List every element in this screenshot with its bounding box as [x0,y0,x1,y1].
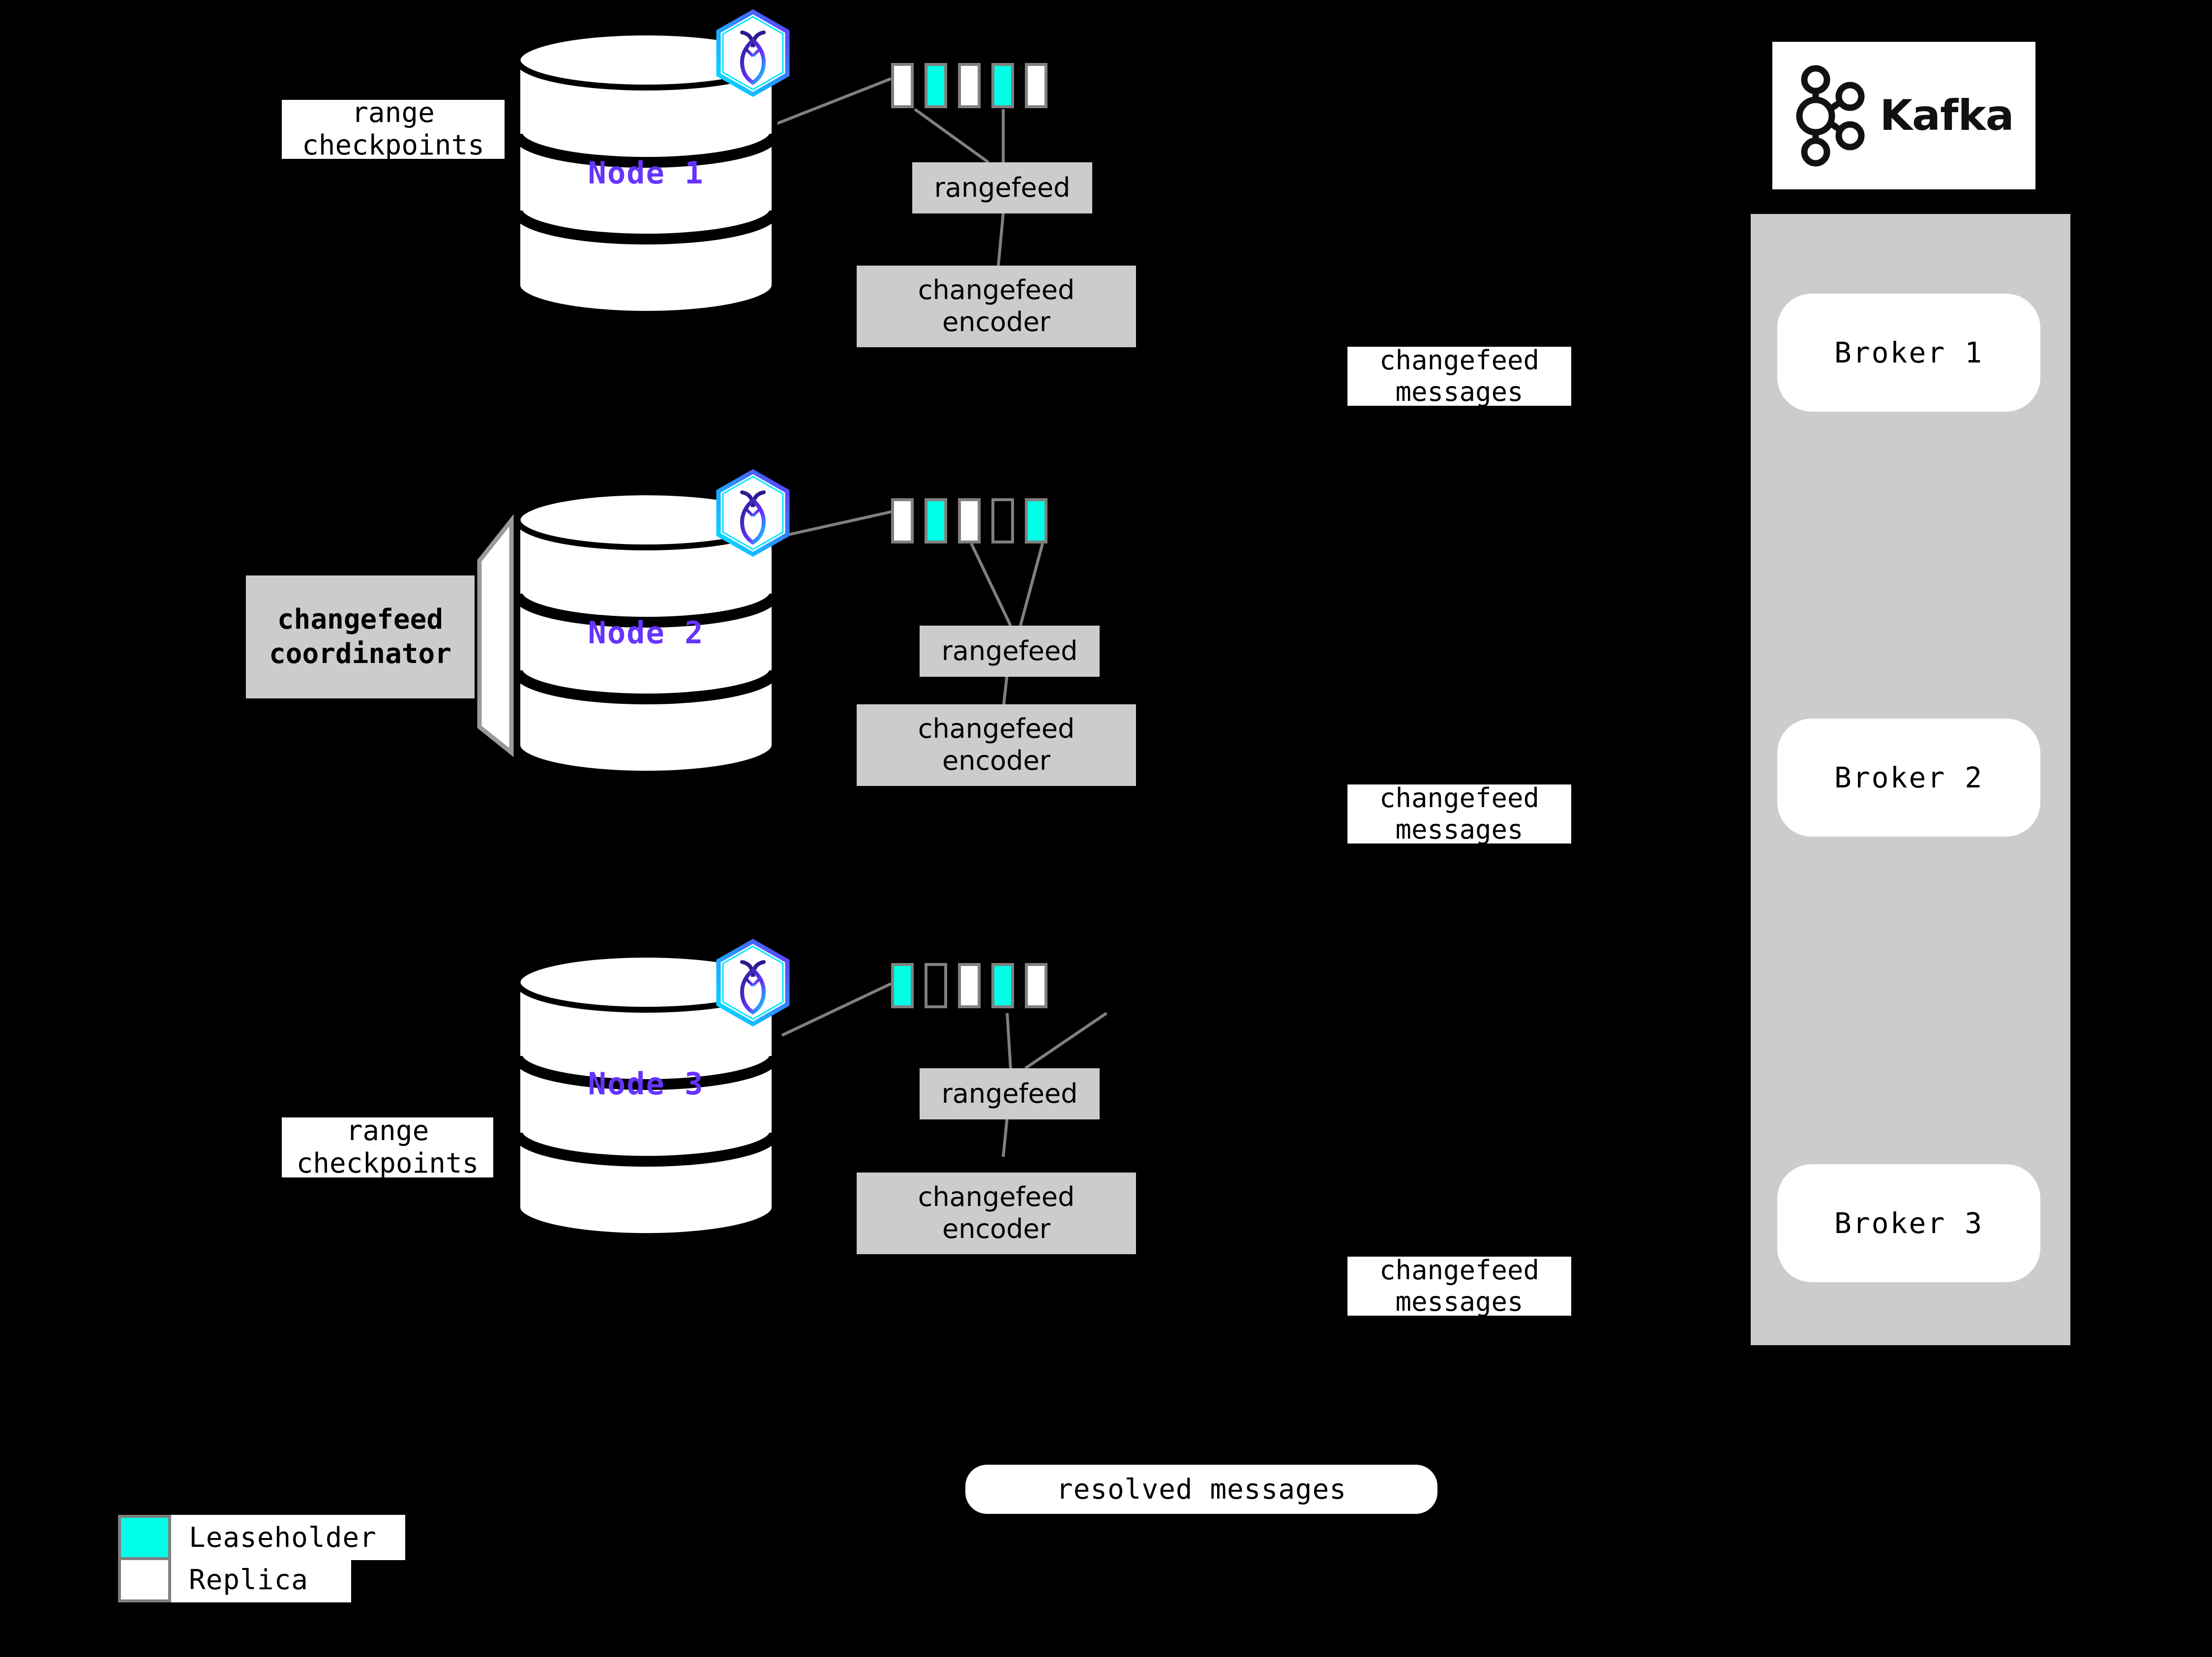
node-3-range-row [891,963,1058,1008]
kafka-logo-box: Kafka [1772,42,2035,189]
legend-swatch-leaseholder [118,1515,171,1560]
range-box[interactable] [958,63,981,108]
node-2-changefeed-encoder-box[interactable]: changefeed encoder [857,704,1136,786]
cockroachdb-hexagon-icon [714,938,792,1027]
range-box[interactable] [991,63,1014,108]
changefeed-messages-label-1: changefeed messages [1347,345,1571,407]
cockroachdb-hexagon-icon [714,9,792,97]
range-box[interactable] [891,963,914,1008]
node-3-rangefeed-box[interactable]: rangefeed [920,1068,1100,1119]
changefeed-messages-label-2: changefeed messages [1347,783,1571,845]
range-box[interactable] [991,498,1014,543]
node-1-rangefeed-box[interactable]: rangefeed [912,162,1092,213]
kafka-wordmark: Kafka [1880,91,2014,140]
broker-item-1[interactable]: Broker 1 [1777,294,2040,412]
legend: Leaseholder Replica [118,1515,423,1633]
range-box[interactable] [925,63,947,108]
range-box[interactable] [925,963,947,1008]
legend-label-leaseholder: Leaseholder [171,1515,405,1560]
cockroachdb-hexagon-icon [714,469,792,557]
coordinator-pointer [477,514,514,757]
range-box[interactable] [1025,63,1047,108]
range-checkpoints-label-top: range checkpoints [282,97,505,161]
range-box[interactable] [925,498,947,543]
broker-item-2[interactable]: Broker 2 [1777,719,2040,837]
range-box[interactable] [1025,498,1047,543]
broker-item-3[interactable]: Broker 3 [1777,1164,2040,1282]
range-box[interactable] [958,963,981,1008]
node-2-rangefeed-box[interactable]: rangefeed [920,626,1100,677]
changefeed-coordinator-box[interactable]: changefeed coordinator [246,575,475,698]
range-box[interactable] [891,63,914,108]
resolved-messages-pill: resolved messages [965,1465,1437,1514]
node-2-range-row [891,498,1058,543]
legend-label-replica: Replica [171,1557,351,1602]
node-1-changefeed-encoder-box[interactable]: changefeed encoder [857,266,1136,347]
changefeed-messages-label-3: changefeed messages [1347,1255,1571,1317]
range-box[interactable] [958,498,981,543]
range-box[interactable] [891,498,914,543]
kafka-graph-icon [1796,65,1865,166]
legend-swatch-replica [118,1557,171,1602]
node-3-changefeed-encoder-box[interactable]: changefeed encoder [857,1173,1136,1254]
range-box[interactable] [1025,963,1047,1008]
range-box[interactable] [991,963,1014,1008]
node-1-range-row [891,63,1058,108]
range-checkpoints-label-bottom: range checkpoints [282,1115,493,1179]
